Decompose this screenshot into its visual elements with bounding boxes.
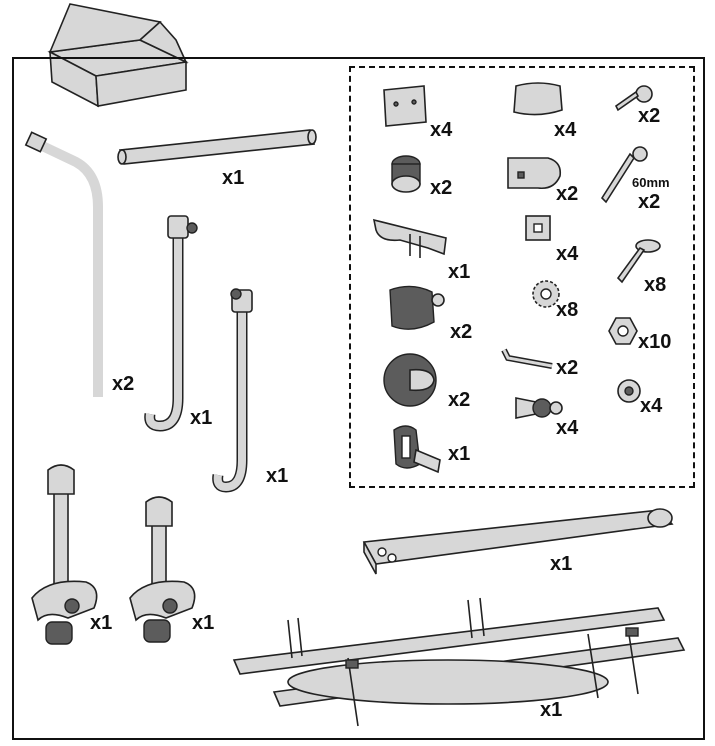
washer-icon (617, 379, 641, 403)
small-parts-box (349, 66, 695, 488)
qty-medium-bent-arm: x1 (190, 407, 213, 429)
qty-fork-bracket: x1 (448, 261, 471, 283)
screw-rivet-icon (515, 397, 563, 419)
qty-frame-rails: x1 (540, 699, 563, 721)
qty-rear-rail: x1 (550, 553, 573, 575)
qty-clamp-bracket: x2 (556, 183, 579, 205)
long-bent-arm (24, 131, 103, 397)
qty-allen-key: x2 (556, 357, 579, 379)
rear-rail (362, 508, 674, 575)
qty-strap: x1 (448, 443, 471, 465)
parts-frame (12, 57, 705, 740)
qty-square-washer: x4 (556, 243, 579, 265)
qty-long-bent-arm: x2 (112, 373, 135, 395)
qty-short-bent-arm: x1 (266, 465, 289, 487)
carriage-bolt-icon (616, 239, 661, 284)
cap-icon (513, 82, 563, 116)
knob-clamp-icon (389, 285, 445, 330)
bike-holder-right (129, 496, 196, 643)
frame-rails (232, 597, 686, 727)
allen-key-icon (501, 348, 553, 369)
square-washer-icon (525, 215, 551, 241)
long-bolt-length-label: 60mm (632, 175, 670, 190)
qty-hex-nut: x10 (638, 331, 672, 353)
qty-cap: x4 (554, 119, 577, 141)
qty-washer: x4 (640, 395, 663, 417)
qty-bike-holder-right: x1 (192, 612, 215, 634)
qty-straight-tube: x1 (222, 167, 245, 189)
straight-tube (117, 129, 317, 165)
qty-knob-nut: x2 (430, 177, 453, 199)
strap-icon (393, 425, 441, 474)
long-bolt-icon (600, 146, 648, 204)
package-box-icon (47, 3, 189, 108)
qty-screw-rivet: x4 (556, 417, 579, 439)
qty-plate: x4 (430, 119, 453, 141)
qty-bike-holder-left: x1 (90, 612, 113, 634)
qty-round-clamp: x2 (448, 389, 471, 411)
hex-nut-icon (608, 317, 638, 345)
qty-long-bolt: x2 (638, 191, 661, 213)
lock-washer-icon (532, 280, 560, 308)
qty-knob-clamp: x2 (450, 321, 473, 343)
knob-nut-icon (391, 155, 421, 193)
short-bent-arm (212, 288, 253, 493)
round-clamp-icon (383, 353, 437, 407)
clamp-bracket-icon (507, 157, 562, 190)
fork-bracket-icon (372, 218, 447, 258)
short-screw-icon (614, 85, 653, 112)
qty-short-screw: x2 (638, 105, 661, 127)
qty-lock-washer: x8 (556, 299, 579, 321)
bike-holder-left (31, 464, 98, 645)
plate-icon (383, 85, 427, 127)
medium-bent-arm (144, 215, 198, 432)
qty-carriage-bolt: x8 (644, 274, 667, 296)
